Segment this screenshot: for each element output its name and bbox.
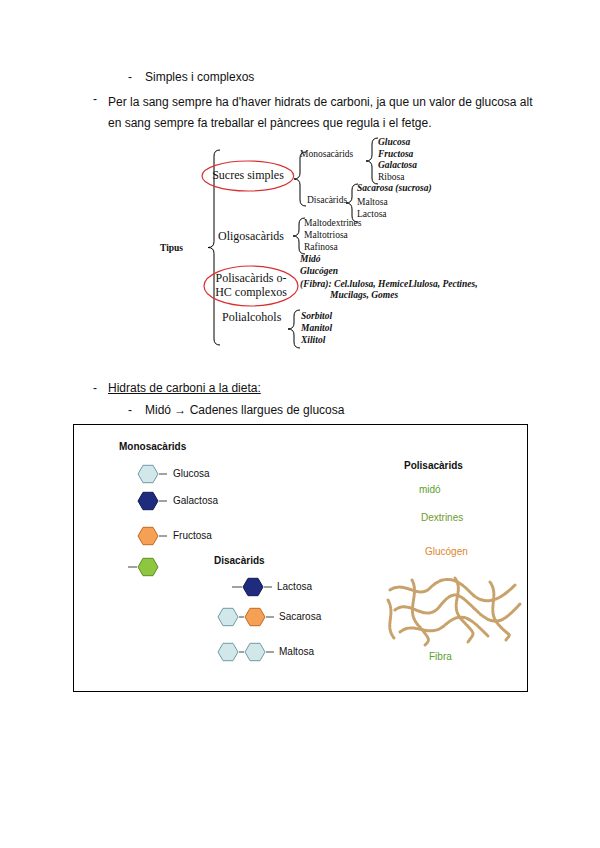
text-label: - xyxy=(93,381,97,395)
text-label: Rafinosa xyxy=(304,242,338,253)
text-label: Per la sang sempre ha d'haver hidrats de… xyxy=(108,92,538,134)
category-ellipse: Polisacàrids o- HC complexos xyxy=(203,265,299,307)
molecule-label: Sacarosa xyxy=(279,611,321,622)
monosaccharide-hexagon xyxy=(245,643,265,660)
bond-line xyxy=(266,652,274,653)
fibre-strand xyxy=(388,600,394,638)
bond-line xyxy=(159,474,167,475)
text-label: Xilitol xyxy=(301,335,325,346)
molecule-label: Fibra xyxy=(429,651,452,662)
text-label: - xyxy=(128,403,132,417)
molecule-label: Fructosa xyxy=(173,530,212,541)
category-title: Polisacàrids o- HC complexos xyxy=(214,272,288,300)
molecule-label: Glucosa xyxy=(173,468,210,479)
curly-brace xyxy=(288,310,300,348)
text-label: Polialcohols xyxy=(222,310,281,324)
category-title: Sucres simples xyxy=(212,169,284,183)
bond-line xyxy=(239,652,244,653)
curly-brace xyxy=(346,184,358,222)
bond-line xyxy=(264,587,272,588)
bond-line xyxy=(128,567,137,568)
text-label: Glucógen xyxy=(300,266,338,277)
text-label: Manitol xyxy=(301,323,332,334)
text-label: Glucosa xyxy=(378,137,410,148)
monosaccharide-hexagon xyxy=(245,608,265,625)
text-label: Maltodextrines xyxy=(304,218,362,229)
monosaccharide-hexagon xyxy=(218,608,238,625)
text-label: - xyxy=(128,70,132,84)
text-label: (Fibra): Cel.lulosa, HemiceLlulosa, Pect… xyxy=(300,279,510,302)
fibre-tangle xyxy=(388,578,520,645)
fibre-strand xyxy=(412,580,428,645)
text-label: - xyxy=(93,92,97,106)
text-label: Sorbitol xyxy=(301,311,332,322)
text-label: Hidrats de carboni a la dieta: xyxy=(108,381,261,395)
molecule-hexagons xyxy=(138,465,265,660)
monosaccharide-hexagon xyxy=(138,558,158,575)
text-label: Midó → Cadenes llargues de glucosa xyxy=(145,403,344,417)
monosaccharide-hexagon xyxy=(243,578,263,595)
monosaccharide-hexagon xyxy=(138,492,158,509)
text-label: Monosacàrids xyxy=(300,149,353,160)
text-label: Midó xyxy=(300,254,321,265)
molecule-label: Maltosa xyxy=(279,646,314,657)
ellipse-outline xyxy=(204,266,298,306)
fibre-strand xyxy=(490,582,509,640)
molecule-label: Monosacàrids xyxy=(119,441,186,452)
figure-box: MonosacàridsGlucosaGalactosaFructosaDisa… xyxy=(73,424,528,692)
monosaccharide-hexagon xyxy=(138,527,158,544)
monosaccharide-hexagon xyxy=(138,465,158,482)
category-ellipse: Sucres simples xyxy=(201,160,295,192)
braces xyxy=(208,138,378,348)
molecule-label: Dextrines xyxy=(421,512,463,523)
text-label: Sacarosa (sucrosa) xyxy=(357,183,432,194)
bond-line xyxy=(159,536,167,537)
text-label: Tipus xyxy=(160,243,183,254)
bond-line xyxy=(159,501,167,502)
fibre-strand xyxy=(390,579,515,600)
molecule-label: Polisacàrids xyxy=(404,460,463,471)
molecule-label: Disacàrids xyxy=(214,555,265,566)
bond-lines xyxy=(128,474,274,652)
text-label: Ribosa xyxy=(378,172,404,183)
molecule-label: Lactosa xyxy=(277,581,312,592)
molecule-label: Glucógen xyxy=(425,546,468,557)
curly-brace xyxy=(293,218,305,254)
ellipse-outline xyxy=(202,161,294,191)
curly-brace xyxy=(294,152,306,206)
text-label: Maltotriosa xyxy=(304,230,348,241)
text-label: Simples i complexos xyxy=(145,70,254,84)
text-label: Fructosa xyxy=(378,149,413,160)
text-label: Oligosacàrids xyxy=(218,229,284,243)
text-label: Disacàrids xyxy=(307,195,347,206)
fibre-strand xyxy=(455,578,473,642)
monosaccharide-hexagon xyxy=(218,643,238,660)
text-label: Maltosa xyxy=(357,197,388,208)
text-label: Galactosa xyxy=(378,160,417,171)
curly-brace xyxy=(366,138,378,184)
bond-line xyxy=(266,617,274,618)
bond-line xyxy=(232,587,242,588)
molecule-label: Galactosa xyxy=(173,495,218,506)
bond-line xyxy=(239,617,244,618)
molecule-label: midó xyxy=(419,484,441,495)
